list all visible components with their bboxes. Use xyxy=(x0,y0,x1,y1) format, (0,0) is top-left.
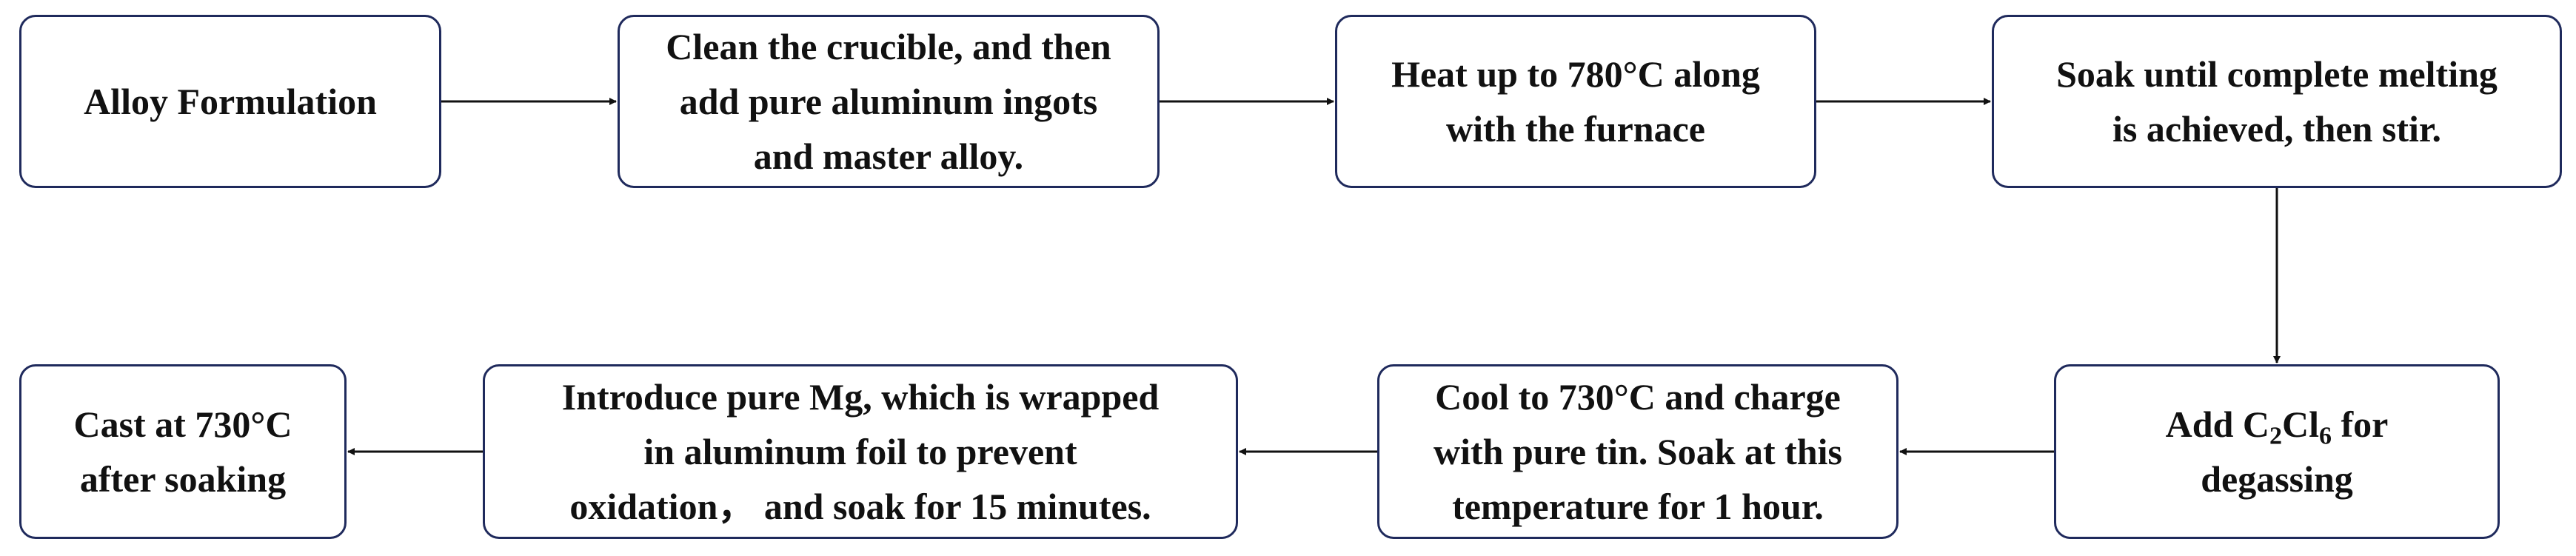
step-text-line: oxidation， and soak for 15 minutes. xyxy=(569,486,1151,527)
step-text-line: add pure aluminum ingots xyxy=(679,81,1098,122)
step-text-line: temperature for 1 hour. xyxy=(1452,486,1824,527)
step-text-line: with the furnace xyxy=(1446,108,1705,150)
step-add-c2cl6: Add C2Cl6 for degassing xyxy=(2054,364,2500,539)
step-text-line: Heat up to 780°C along xyxy=(1391,53,1760,95)
step-introduce-mg: Introduce pure Mg, which is wrapped in a… xyxy=(483,364,1238,539)
step-clean-crucible: Clean the crucible, and then add pure al… xyxy=(618,15,1160,188)
step-clean-crucible-text: Clean the crucible, and then add pure al… xyxy=(666,19,1111,184)
step-text-line: Cool to 730°C and charge xyxy=(1435,376,1841,418)
step-heat-up-text: Heat up to 780°C along with the furnace xyxy=(1391,47,1760,156)
formula-subscript: 2 xyxy=(2269,422,2282,450)
step-text-line: in aluminum foil to prevent xyxy=(643,431,1077,472)
step-add-c2cl6-text: Add C2Cl6 for degassing xyxy=(2166,397,2389,506)
step-text-line: Clean the crucible, and then xyxy=(666,26,1111,67)
step-text-line: and master alloy. xyxy=(753,135,1024,177)
step-cool-charge-tin-text: Cool to 730°C and charge with pure tin. … xyxy=(1433,369,1842,534)
step-cool-charge-tin: Cool to 730°C and charge with pure tin. … xyxy=(1377,364,1898,539)
step-soak-melting: Soak until complete melting is achieved,… xyxy=(1992,15,2562,188)
step-heat-up: Heat up to 780°C along with the furnace xyxy=(1335,15,1816,188)
step-text-line: degassing xyxy=(2201,458,2353,500)
step-text-line: Soak until complete melting xyxy=(2056,53,2498,95)
formula-suffix: for xyxy=(2332,403,2389,445)
step-text-line: Add C2Cl6 for xyxy=(2166,397,2389,452)
step-introduce-mg-text: Introduce pure Mg, which is wrapped in a… xyxy=(562,369,1160,534)
formula-mid: Cl xyxy=(2282,403,2319,445)
formula-prefix: Add C xyxy=(2165,403,2269,445)
step-cast: Cast at 730°C after soaking xyxy=(19,364,347,539)
step-text-line: Alloy Formulation xyxy=(84,81,377,122)
step-soak-melting-text: Soak until complete melting is achieved,… xyxy=(2056,47,2498,156)
step-alloy-formulation-text: Alloy Formulation xyxy=(84,74,377,129)
step-text-line: with pure tin. Soak at this xyxy=(1433,431,1842,472)
step-text-line: Introduce pure Mg, which is wrapped xyxy=(561,376,1160,418)
formula-subscript: 6 xyxy=(2319,422,2332,450)
step-text-line: after soaking xyxy=(79,458,287,500)
step-text-line: is achieved, then stir. xyxy=(2112,108,2441,150)
step-alloy-formulation: Alloy Formulation xyxy=(19,15,441,188)
step-text-line: Cast at 730°C xyxy=(73,403,292,445)
step-cast-text: Cast at 730°C after soaking xyxy=(74,397,292,506)
